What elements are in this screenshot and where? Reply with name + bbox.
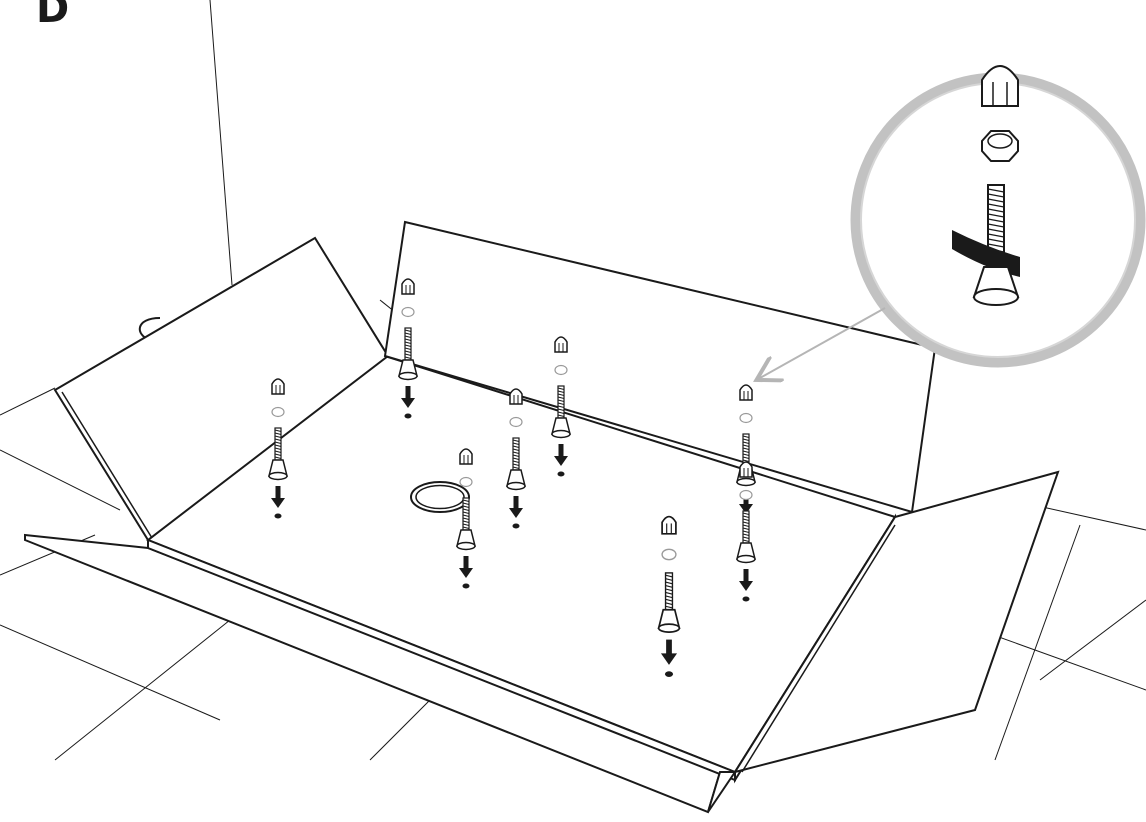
hex-nut-icon xyxy=(740,414,752,423)
mounting-hole-icon xyxy=(558,472,565,477)
mounting-hole-icon xyxy=(463,584,470,589)
cap-nut-icon xyxy=(272,379,284,394)
cap-nut-icon xyxy=(982,66,1018,106)
hex-nut-icon xyxy=(555,366,567,375)
cap-nut-icon xyxy=(740,385,752,400)
mounting-hole-icon xyxy=(513,524,520,529)
hex-nut-icon xyxy=(402,308,414,317)
hex-nut-icon xyxy=(272,408,284,417)
cap-nut-icon xyxy=(402,279,414,294)
cap-nut-icon xyxy=(510,389,522,404)
mounting-hole-icon xyxy=(665,671,673,677)
hex-nut-icon xyxy=(740,491,752,500)
hex-nut-icon xyxy=(982,131,1018,161)
hex-nut-icon xyxy=(460,478,472,487)
hex-nut-icon xyxy=(510,418,522,427)
mounting-hole-icon xyxy=(405,414,412,419)
cap-nut-icon xyxy=(555,337,567,352)
mounting-hole-icon xyxy=(275,514,282,519)
cap-nut-icon xyxy=(460,449,472,464)
cap-nut-icon xyxy=(662,517,676,534)
cap-nut-icon xyxy=(740,462,752,477)
mounting-hole-icon xyxy=(743,597,750,602)
hex-nut-icon xyxy=(662,549,676,559)
